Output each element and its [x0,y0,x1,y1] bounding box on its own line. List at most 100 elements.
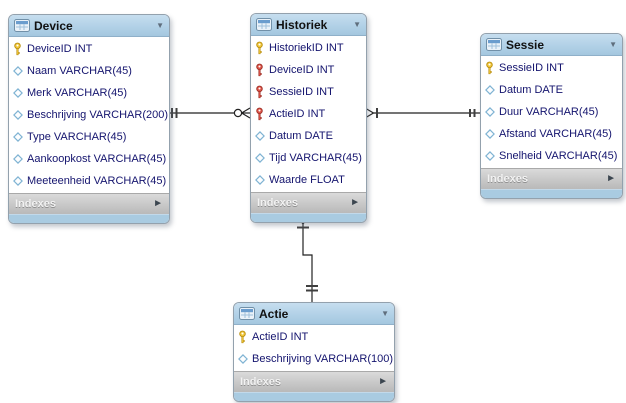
indexes-footer[interactable]: Indexes ► [481,168,622,189]
column-text: Snelheid VARCHAR(45) [499,150,618,162]
foreign-key-icon [254,107,265,121]
column-text: Naam VARCHAR(45) [27,65,132,77]
table-historiek-header[interactable]: Historiek ▼ [251,14,366,36]
table-columns: ActieID INT Beschrijving VARCHAR(100) [234,325,394,371]
column-icon [254,153,265,163]
relationship-historiek-sessie[interactable] [364,107,480,119]
column-text: Beschrijving VARCHAR(200) [27,109,169,121]
column-icon [484,107,495,117]
column-icon [12,132,23,142]
column-row[interactable]: Aankoopkost VARCHAR(45) [9,148,169,170]
table-icon [14,19,30,32]
primary-key-icon [484,61,495,75]
column-row[interactable]: ActieID INT [251,103,366,125]
column-row[interactable]: Datum DATE [481,79,622,101]
table-icon [239,307,255,320]
column-text: Type VARCHAR(45) [27,131,127,143]
column-row[interactable]: SessieID INT [481,57,622,79]
column-text: Beschrijving VARCHAR(100) [252,353,394,365]
table-sessie[interactable]: Sessie ▼ SessieID INT Datum DATE Duur VARC… [480,33,623,199]
column-row[interactable]: Duur VARCHAR(45) [481,101,622,123]
chevron-down-icon[interactable]: ▼ [156,20,164,30]
column-icon [12,66,23,76]
column-row[interactable]: Merk VARCHAR(45) [9,82,169,104]
table-title: Sessie [506,37,545,52]
column-icon [237,354,248,364]
indexes-footer[interactable]: Indexes ► [9,193,169,214]
indexes-footer[interactable]: Indexes ► [251,192,366,213]
column-text: HistoriekID INT [269,42,344,54]
column-icon [12,176,23,186]
indexes-label: Indexes [487,173,528,185]
column-row[interactable]: HistoriekID INT [251,37,366,59]
column-row[interactable]: Waarde FLOAT [251,169,366,191]
table-bottom-bar [481,189,622,198]
chevron-down-icon[interactable]: ▼ [353,19,361,29]
relationship-device-historiek[interactable] [168,107,251,119]
column-row[interactable]: DeviceID INT [251,59,366,81]
column-row[interactable]: Naam VARCHAR(45) [9,60,169,82]
column-icon [12,154,23,164]
expand-right-icon[interactable]: ► [153,198,163,209]
column-text: Meeteenheid VARCHAR(45) [27,175,167,187]
table-columns: SessieID INT Datum DATE Duur VARCHAR(45) Af… [481,56,622,168]
table-title: Historiek [276,17,328,32]
column-row[interactable]: ActieID INT [234,326,394,348]
column-text: ActieID INT [252,331,309,343]
column-row[interactable]: Snelheid VARCHAR(45) [481,145,622,167]
indexes-label: Indexes [240,376,281,388]
column-icon [254,131,265,141]
table-actie-header[interactable]: Actie ▼ [234,303,394,325]
foreign-key-icon [254,63,265,77]
table-title: Actie [259,306,289,321]
table-historiek[interactable]: Historiek ▼ HistoriekID INT DeviceID INT S… [250,13,367,223]
chevron-down-icon[interactable]: ▼ [609,39,617,49]
table-bottom-bar [251,213,366,222]
column-row[interactable]: Beschrijving VARCHAR(100) [234,348,394,370]
primary-key-icon [237,330,248,344]
expand-right-icon[interactable]: ► [378,376,388,387]
table-sessie-header[interactable]: Sessie ▼ [481,34,622,56]
primary-key-icon [12,42,23,56]
indexes-label: Indexes [15,198,56,210]
column-row[interactable]: Meeteenheid VARCHAR(45) [9,170,169,192]
column-icon [254,175,265,185]
column-row[interactable]: DeviceID INT [9,38,169,60]
column-row[interactable]: Datum DATE [251,125,366,147]
table-icon [256,18,272,31]
expand-right-icon[interactable]: ► [350,197,360,208]
foreign-key-icon [254,85,265,99]
column-icon [484,129,495,139]
column-row[interactable]: Afstand VARCHAR(45) [481,123,622,145]
primary-key-icon [254,41,265,55]
column-icon [12,110,23,120]
column-row[interactable]: SessieID INT [251,81,366,103]
chevron-down-icon[interactable]: ▼ [381,308,389,318]
column-text: SessieID INT [499,62,564,74]
column-icon [484,151,495,161]
column-text: Datum DATE [499,84,563,96]
table-actie[interactable]: Actie ▼ ActieID INT Beschrijving VARCHAR(… [233,302,395,402]
column-text: Afstand VARCHAR(45) [499,128,612,140]
table-device[interactable]: Device ▼ DeviceID INT Naam VARCHAR(45) Mer… [8,14,170,224]
table-bottom-bar [9,214,169,223]
expand-right-icon[interactable]: ► [606,173,616,184]
table-columns: DeviceID INT Naam VARCHAR(45) Merk VARCHAR… [9,37,169,193]
column-text: DeviceID INT [269,64,335,76]
column-text: ActieID INT [269,108,326,120]
table-title: Device [34,18,73,33]
column-row[interactable]: Type VARCHAR(45) [9,126,169,148]
column-text: SessieID INT [269,86,334,98]
table-icon [486,38,502,51]
indexes-footer[interactable]: Indexes ► [234,371,394,392]
indexes-label: Indexes [257,197,298,209]
column-text: Datum DATE [269,130,333,142]
column-row[interactable]: Beschrijving VARCHAR(200) [9,104,169,126]
table-device-header[interactable]: Device ▼ [9,15,169,37]
column-row[interactable]: Tijd VARCHAR(45) [251,147,366,169]
column-icon [12,88,23,98]
table-columns: HistoriekID INT DeviceID INT SessieID INT A… [251,36,366,192]
column-text: Waarde FLOAT [269,174,345,186]
relationship-historiek-actie[interactable] [296,215,318,302]
